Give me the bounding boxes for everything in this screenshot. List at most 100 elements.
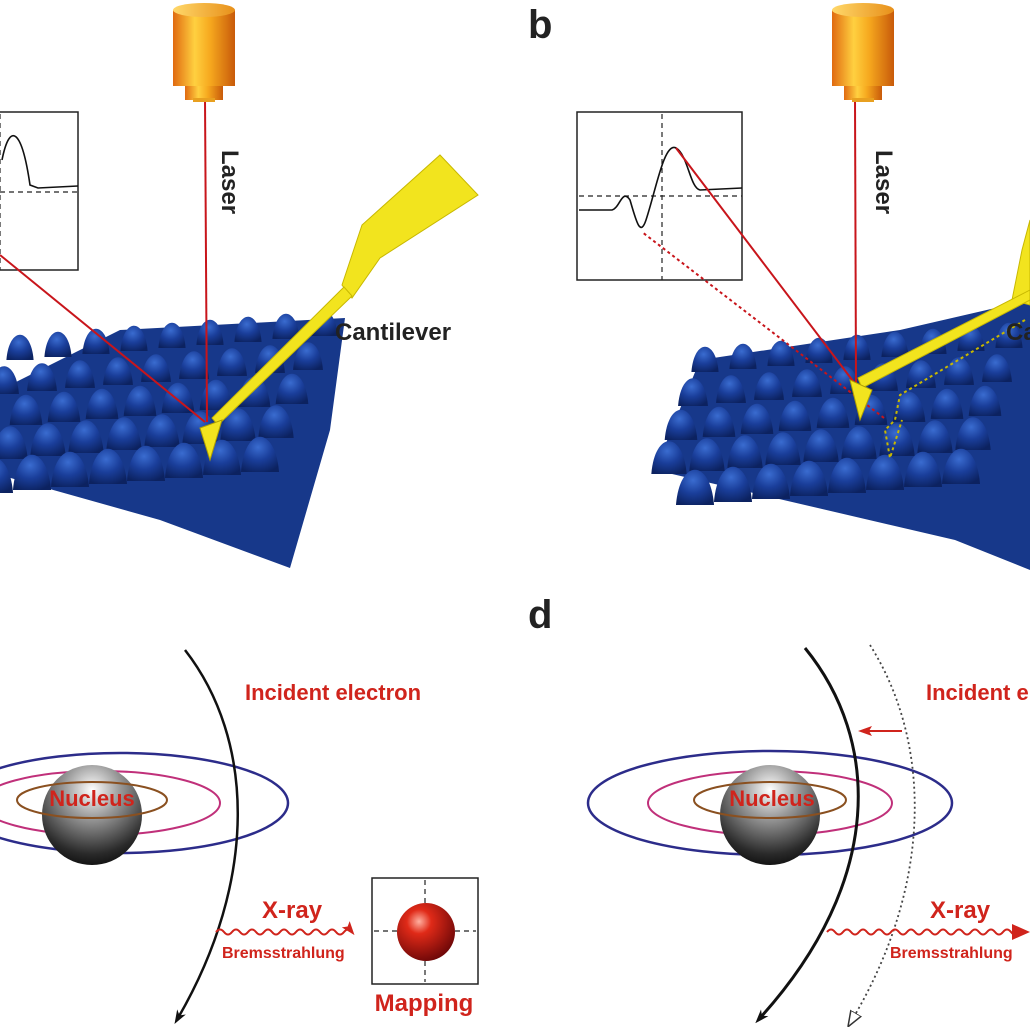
surface-bump xyxy=(754,372,784,400)
orbit-inner-d xyxy=(693,781,847,819)
surface-bump xyxy=(12,454,52,490)
mapping-box xyxy=(371,877,479,985)
surface-bump xyxy=(716,375,746,403)
surface-bump xyxy=(765,432,801,465)
surface-bump xyxy=(65,360,95,388)
sample-surface-b xyxy=(651,300,1030,570)
laser-beam-reflected-dotted xyxy=(641,231,885,419)
surface-bump xyxy=(678,378,708,406)
surface-bump xyxy=(120,325,148,351)
surface-bump xyxy=(789,460,829,496)
surface-bump xyxy=(968,385,1002,416)
surface-bump xyxy=(44,331,72,357)
surface-bump xyxy=(9,394,43,425)
incident-electron-label: Incident electron xyxy=(245,680,421,705)
surface-bump xyxy=(917,420,953,453)
surface-bump xyxy=(234,316,262,342)
surface-bump xyxy=(258,405,294,438)
surface-bump xyxy=(293,342,323,370)
surface-bump xyxy=(106,417,142,450)
surface-bump xyxy=(0,366,19,394)
orbit-outer xyxy=(0,751,290,855)
signal-plot xyxy=(0,111,79,271)
surface-bump xyxy=(941,448,981,484)
laser-beam-incident-b xyxy=(854,97,857,386)
surface-bump xyxy=(906,360,936,388)
surface-bump xyxy=(240,436,280,472)
laser-beam-reflected-b xyxy=(675,147,857,386)
panel-c: Nucleus Incident electron X-ray Bremsstr… xyxy=(0,649,479,1025)
surface-bump xyxy=(689,438,725,471)
surface-bump xyxy=(903,451,943,487)
surface-bump xyxy=(220,408,256,441)
cantilever-label: Cantilever xyxy=(335,319,451,346)
orbit-inner xyxy=(16,781,168,819)
laser-label-b: Laser xyxy=(870,150,897,214)
surface-bump xyxy=(68,420,104,453)
panel-letter-d: d xyxy=(528,593,552,637)
laser-beam-incident xyxy=(204,97,208,423)
surface-bump xyxy=(778,400,812,431)
nucleus-label: Nucleus xyxy=(49,786,135,811)
surface-bump xyxy=(103,357,133,385)
surface-bump xyxy=(841,426,877,459)
xray-label-d: X-ray xyxy=(930,897,991,924)
surface-bump xyxy=(865,454,905,490)
surface-bump xyxy=(691,346,719,372)
surface-bump xyxy=(27,363,57,391)
surface-bump xyxy=(816,397,850,428)
surface-bump xyxy=(217,348,247,376)
surface-bump xyxy=(843,334,871,360)
surface-bump xyxy=(164,442,204,478)
surface-bump xyxy=(272,313,300,339)
panel-a: Laser Cantilever xyxy=(0,3,479,568)
surface-bump xyxy=(675,469,715,505)
surface-bump xyxy=(751,463,791,499)
electron-trajectory xyxy=(174,649,239,1025)
xray-label: X-ray xyxy=(262,897,323,924)
surface-bump xyxy=(727,435,763,468)
surface-bump xyxy=(85,388,119,419)
xray-wave-d xyxy=(826,928,1018,936)
laser-beam-reflected xyxy=(0,254,206,423)
mapping-dot-icon xyxy=(397,903,455,961)
surface-bump xyxy=(955,417,991,450)
surface-bump xyxy=(827,457,867,493)
bremsstrahlung-label: Bremsstrahlung xyxy=(222,945,345,962)
surface-bump xyxy=(892,391,926,422)
surface-bump xyxy=(664,409,698,440)
surface-bump xyxy=(930,388,964,419)
surface-bump xyxy=(729,343,757,369)
surface-bump xyxy=(713,466,753,502)
xray-arrowhead-d xyxy=(1012,924,1030,940)
mapping-label: Mapping xyxy=(375,990,474,1017)
surface-bump xyxy=(995,322,1023,348)
electron-trajectory-d xyxy=(755,647,860,1024)
laser-source-icon-b xyxy=(832,3,894,102)
surface-bump xyxy=(767,340,795,366)
surface-bump xyxy=(0,426,28,459)
surface-bump xyxy=(126,445,166,481)
surface-bump xyxy=(0,459,14,493)
surface-bump xyxy=(47,391,81,422)
nucleus-sphere-icon-d xyxy=(720,765,820,865)
panel-b: b Laser Ca xyxy=(528,3,1030,570)
surface-bump xyxy=(88,448,128,484)
signal-plot-b xyxy=(576,111,743,281)
surface-bump xyxy=(879,423,915,456)
surface-bump xyxy=(651,441,687,474)
surface-bump xyxy=(82,328,110,354)
surface-bump xyxy=(275,373,309,404)
cantilever xyxy=(199,154,479,462)
electron-trajectory-original xyxy=(852,644,916,1020)
xray-wave xyxy=(215,921,355,936)
nucleus-label-d: Nucleus xyxy=(729,786,815,811)
surface-bump xyxy=(123,385,157,416)
panel-letter-b: b xyxy=(528,3,552,47)
surface-bump xyxy=(50,451,90,487)
cantilever-b xyxy=(849,219,1030,459)
surface-bump xyxy=(179,351,209,379)
nucleus-sphere-icon xyxy=(42,765,142,865)
surface-bump xyxy=(144,414,180,447)
